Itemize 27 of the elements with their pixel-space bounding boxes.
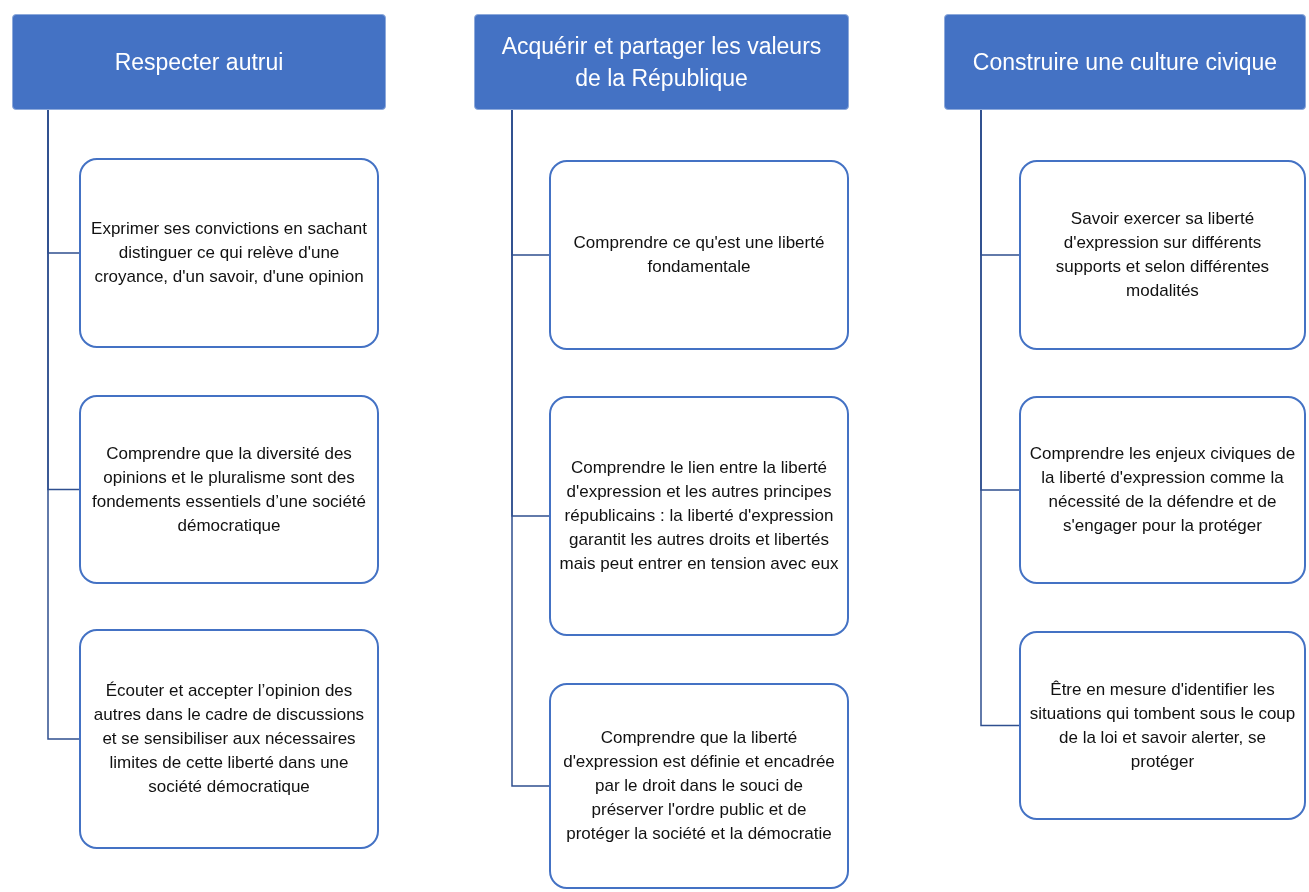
box-text: Écouter et accepter l’opinion des autres dans le cadre de discussions et se sensibiliser aux nécessaires limites de cette liberté dans une société démocratique bbox=[92, 680, 366, 798]
item-box bbox=[1019, 160, 1306, 350]
connector-line bbox=[980, 109, 1020, 727]
item-box bbox=[1019, 631, 1306, 820]
connector-line bbox=[511, 109, 550, 787]
item-box bbox=[549, 683, 849, 889]
connector-line bbox=[47, 109, 80, 740]
box-text: Être en mesure d'identifier les situations qui tombent sous le coup de la loi et savoir alerter, se protéger bbox=[1029, 678, 1296, 773]
box-text: Respecter autrui bbox=[114, 48, 284, 77]
box-text: Acquérir et partager les valeurs de la République bbox=[500, 32, 823, 93]
box-text: Comprendre que la diversité des opinions et le pluralisme sont des fondements essentiels d’une société démocratique bbox=[90, 442, 368, 537]
box-text: Comprendre les enjeux civiques de la liberté d'expression comme la nécessité de la défendre et de s'engager pour la protéger bbox=[1029, 443, 1296, 537]
item-box bbox=[549, 160, 849, 350]
item-box bbox=[79, 629, 379, 849]
item-box bbox=[79, 395, 379, 584]
item-box bbox=[79, 158, 379, 348]
box-text: Construire une culture civique bbox=[972, 48, 1278, 77]
box-text: Comprendre le lien entre la liberté d'expression et les autres principes républicains : la liberté d'expression garantit les autres droits et libertés mais peut entrer en tension avec eux bbox=[559, 457, 839, 575]
box-text: Exprimer ses convictions en sachant distinguer ce qui relève d'une croyance, d'un savoir, d'une opinion bbox=[90, 218, 368, 288]
item-box bbox=[1019, 396, 1306, 584]
heading-box bbox=[944, 14, 1306, 110]
heading-box bbox=[474, 14, 849, 110]
heading-box bbox=[12, 14, 386, 110]
box-text: Comprendre que la liberté d'expression est définie et encadrée par le droit dans le souci de préserver l'ordre public et de protéger la société et la démocratie bbox=[562, 727, 836, 845]
box-text: Comprendre ce qu'est une liberté fondamentale bbox=[572, 232, 826, 278]
item-box bbox=[549, 396, 849, 636]
box-text: Savoir exercer sa liberté d'expression sur différents supports et selon différentes modalités bbox=[1054, 208, 1271, 302]
